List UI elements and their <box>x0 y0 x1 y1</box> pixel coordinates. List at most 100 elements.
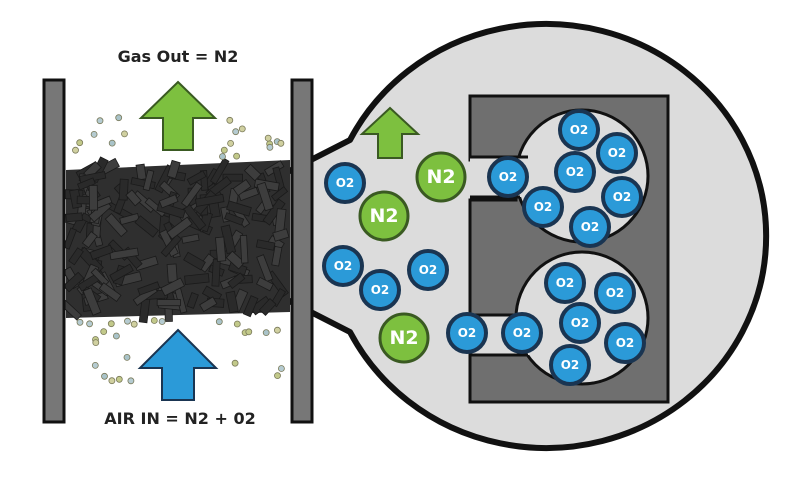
o2-molecule: O2 <box>558 109 600 151</box>
gas-dot <box>227 139 235 147</box>
svg-text:O2: O2 <box>513 326 532 340</box>
gas-dot <box>108 139 116 147</box>
carbon-piece <box>201 285 223 303</box>
gas-dot <box>215 318 223 326</box>
gas-dot <box>113 332 120 340</box>
svg-text:O2: O2 <box>616 336 635 350</box>
gas-dot <box>219 153 226 160</box>
svg-text:O2: O2 <box>606 286 625 300</box>
gas-dot <box>220 146 228 154</box>
svg-text:O2: O2 <box>419 263 438 277</box>
svg-text:O2: O2 <box>371 283 390 297</box>
svg-text:O2: O2 <box>608 146 627 160</box>
carbon-piece <box>63 227 77 250</box>
carbon-piece <box>215 236 227 262</box>
carbon-piece <box>258 298 277 316</box>
carbon-piece <box>186 170 207 186</box>
carbon-piece <box>166 263 178 283</box>
carbon-piece <box>225 290 239 314</box>
o2-molecule: O2 <box>446 312 488 354</box>
o2-molecule: O2 <box>322 245 364 287</box>
gas-dot <box>101 372 108 380</box>
gas-dot <box>115 375 123 383</box>
carbon-piece <box>137 281 161 296</box>
carbon-piece <box>209 157 230 185</box>
carbon-piece <box>194 193 225 207</box>
carbon-pieces <box>59 156 290 324</box>
carbon-piece <box>186 292 199 309</box>
svg-text:O2: O2 <box>534 200 553 214</box>
carbon-piece <box>62 271 85 293</box>
carbon-piece <box>255 276 274 292</box>
carbon-piece <box>271 245 283 267</box>
gas-dot <box>124 317 131 325</box>
carbon-piece <box>135 163 147 181</box>
carbon-piece <box>88 184 99 211</box>
o2-molecule: O2 <box>549 344 591 386</box>
carbon-piece <box>270 186 289 202</box>
carbon-piece <box>181 233 200 244</box>
gas-dot <box>107 320 115 328</box>
carbon-piece <box>68 247 84 266</box>
carbon-bed <box>59 156 290 324</box>
gas-dot <box>123 353 131 361</box>
carbon-piece <box>98 282 122 302</box>
svg-text:O2: O2 <box>581 220 600 234</box>
svg-text:O2: O2 <box>566 165 585 179</box>
carbon-piece <box>77 177 96 191</box>
svg-text:N2: N2 <box>426 166 455 188</box>
carbon-piece <box>225 250 246 270</box>
n2-molecule: N2 <box>358 190 410 242</box>
carbon-piece <box>160 234 182 258</box>
carbon-piece <box>242 295 259 318</box>
carbon-piece <box>226 200 252 217</box>
column-wall-left <box>42 78 66 424</box>
gas-dot <box>232 128 240 136</box>
svg-text:O2: O2 <box>334 259 353 273</box>
carbon-piece <box>89 244 114 261</box>
carbon-piece <box>256 181 274 212</box>
carbon-piece <box>166 159 181 179</box>
carbon-piece <box>224 212 245 226</box>
carbon-piece <box>81 231 98 249</box>
gas-dot <box>90 130 98 138</box>
carbon-piece <box>156 299 181 307</box>
air-in-label: AIR IN = N2 + 02 <box>104 409 255 428</box>
gas-dot <box>72 146 79 154</box>
o2-molecule: O2 <box>604 322 646 364</box>
carbon-piece <box>166 216 193 240</box>
gas-dot <box>277 365 285 372</box>
gas-dot <box>76 318 84 326</box>
gas-dot <box>76 139 84 147</box>
o2-molecule: O2 <box>594 272 636 314</box>
svg-text:O2: O2 <box>499 170 518 184</box>
carbon-piece <box>65 212 83 223</box>
gas-dot <box>277 139 285 147</box>
gas-dot <box>245 328 253 336</box>
o2-molecule: O2 <box>501 312 543 354</box>
svg-text:O2: O2 <box>561 358 580 372</box>
o2-molecule: O2 <box>601 176 643 218</box>
gas-dot <box>238 125 246 133</box>
carbon-piece <box>125 189 142 207</box>
o2-molecule: O2 <box>324 162 366 204</box>
carbon-piece <box>243 163 262 182</box>
gas-dot <box>115 114 123 122</box>
o2-molecule: O2 <box>569 206 611 248</box>
gas-out-arrow-icon <box>138 80 218 151</box>
molecules: N2 N2 N2 O2 O2 O2 O2 O2 <box>322 109 646 386</box>
carbon-piece <box>222 173 244 182</box>
n2-molecule: N2 <box>378 312 430 364</box>
gas-out-label: Gas Out = N2 <box>118 47 239 66</box>
o2-molecule: O2 <box>544 262 586 304</box>
svg-text:O2: O2 <box>336 176 355 190</box>
gas-dot <box>264 134 272 142</box>
gas-dot <box>108 377 116 385</box>
carbon-piece <box>184 273 210 285</box>
svg-text:O2: O2 <box>556 276 575 290</box>
gas-dot <box>266 143 274 151</box>
gas-dot <box>92 339 100 347</box>
carbon-piece <box>183 251 206 271</box>
svg-text:N2: N2 <box>369 205 398 227</box>
